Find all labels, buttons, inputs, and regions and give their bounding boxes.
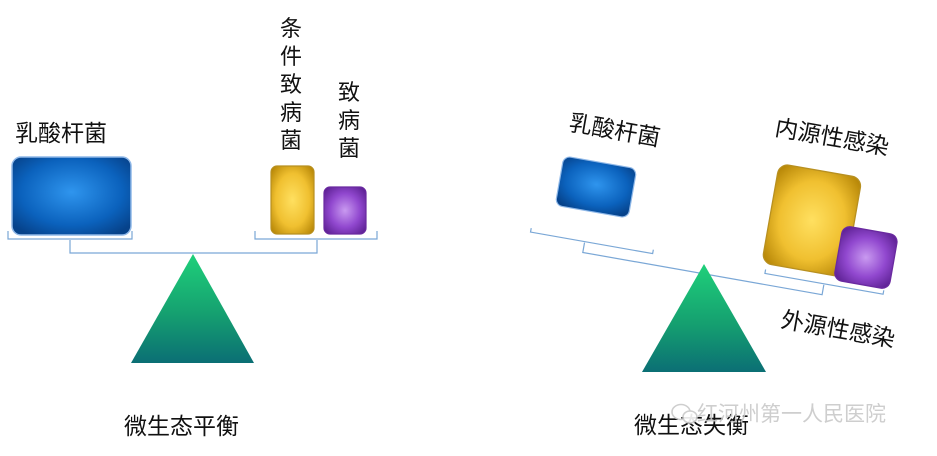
left-pan-right <box>254 231 378 240</box>
left-conditional-pathogen-label: 条 件 致 病 菌 <box>280 17 302 154</box>
wechat-icon <box>671 403 698 424</box>
left-pan-left <box>7 231 133 240</box>
right-imbalance-group: 乳酸杆菌 内源性感染 外源性感染 微生态失衡 <box>529 110 898 439</box>
watermark-text: 红河州第一人民医院 <box>697 402 886 426</box>
left-balance-group: 乳酸杆菌 条 件 致 病 菌 致 病 菌 微生态平衡 <box>7 17 378 440</box>
left-lactobacillus-block <box>11 156 132 236</box>
right-exogenous-label: 外源性感染 <box>779 307 897 353</box>
left-lactobacillus-label: 乳酸杆菌 <box>15 121 107 147</box>
right-exogenous-block <box>834 226 898 289</box>
right-fulcrum-triangle <box>642 264 766 372</box>
left-fulcrum-triangle <box>131 254 254 363</box>
left-pathogen-block <box>323 186 367 235</box>
svg-text:条: 条 <box>280 17 302 42</box>
svg-text:致: 致 <box>280 73 302 98</box>
left-caption: 微生态平衡 <box>124 414 239 440</box>
svg-text:菌: 菌 <box>280 129 302 154</box>
right-lactobacillus-label: 乳酸杆菌 <box>567 110 662 152</box>
left-conditional-pathogen-block <box>270 165 315 235</box>
watermark: 红河州第一人民医院 <box>671 402 886 426</box>
left-beam <box>69 240 318 254</box>
svg-text:致: 致 <box>338 81 360 106</box>
right-lactobacillus-block <box>555 156 637 218</box>
left-pathogen-label: 致 病 菌 <box>338 81 360 162</box>
svg-text:病: 病 <box>338 109 360 134</box>
right-pan-right <box>764 269 885 295</box>
right-endogenous-label: 内源性感染 <box>773 115 891 161</box>
svg-text:菌: 菌 <box>338 137 360 162</box>
right-pan-left <box>529 228 654 255</box>
svg-text:病: 病 <box>280 101 302 126</box>
svg-text:件: 件 <box>280 45 302 70</box>
